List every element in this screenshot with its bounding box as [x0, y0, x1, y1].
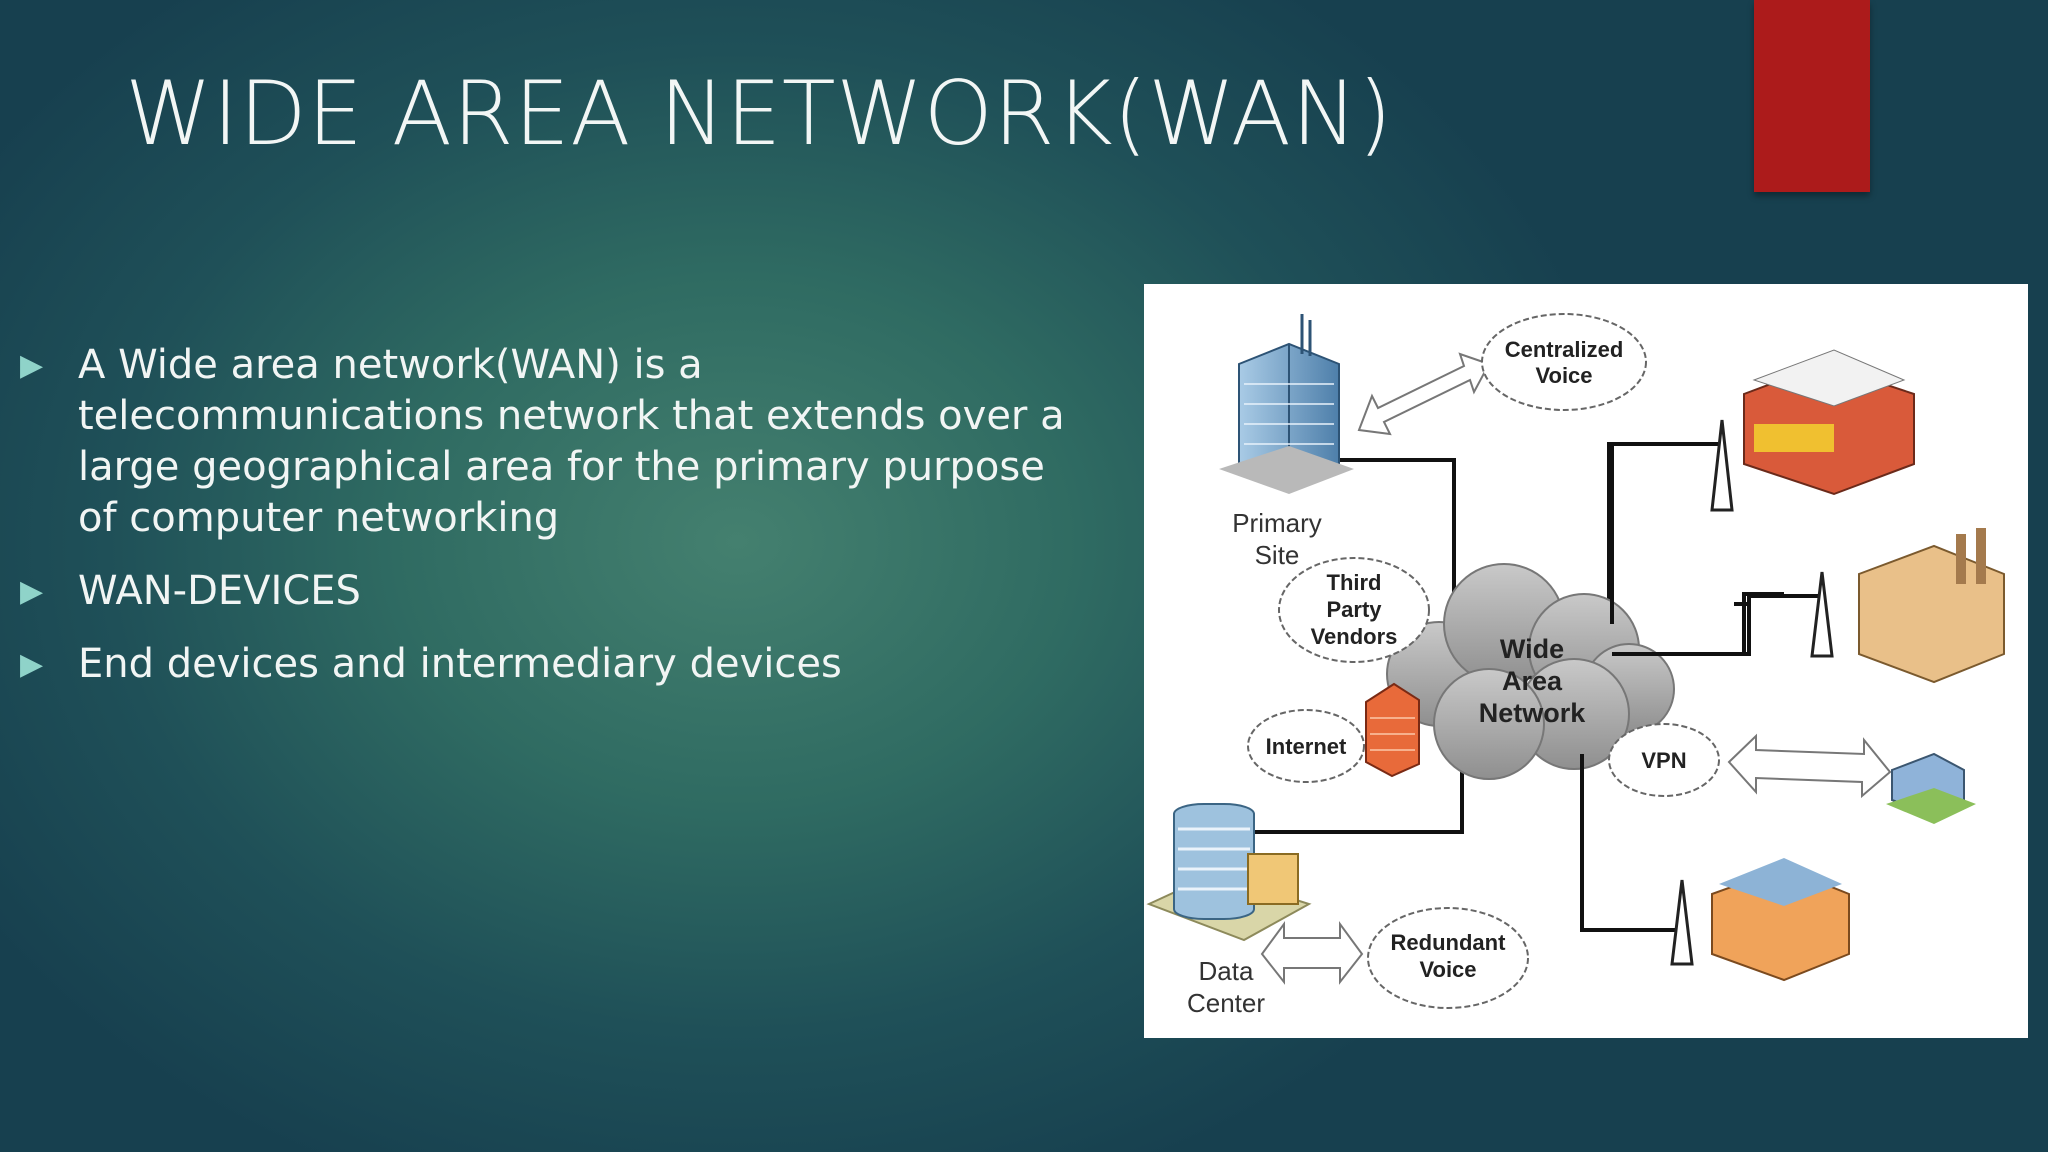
triangle-bullet-icon: ▶	[20, 574, 44, 609]
bullet-text: WAN-DEVICES	[78, 568, 361, 614]
bullet-text: End devices and intermediary devices	[78, 641, 842, 687]
third-party-cloud-icon	[1278, 557, 1430, 663]
centralized-voice-cloud-icon	[1481, 313, 1647, 411]
double-arrow-icon	[1727, 733, 1892, 799]
svg-text:Internet: Internet	[1266, 734, 1347, 759]
double-arrow-icon	[1357, 352, 1491, 436]
triangle-bullet-icon: ▶	[20, 348, 44, 383]
bullet-item: ▶ WAN-DEVICES	[14, 566, 1094, 617]
branch-office-icon	[1743, 349, 1915, 496]
double-arrow-icon	[1260, 920, 1364, 985]
branch-lines	[1580, 442, 1824, 932]
data-center-building-icon	[1146, 803, 1312, 942]
triangle-bullet-icon: ▶	[20, 647, 44, 682]
antenna-icon	[1670, 419, 1834, 966]
svg-text:VPN: VPN	[1641, 748, 1686, 773]
accent-tab	[1754, 0, 1870, 192]
vpn-cloud-icon	[1608, 723, 1720, 797]
factory-icon	[1858, 528, 2005, 684]
bullet-list: ▶ A Wide area network(WAN) is a telecomm…	[14, 340, 1094, 712]
internet-cloud-icon	[1247, 709, 1365, 783]
primary-site-building-icon	[1219, 314, 1354, 494]
firewall-icon	[1365, 682, 1420, 778]
bullet-item: ▶ A Wide area network(WAN) is a telecomm…	[14, 340, 1094, 544]
branch-office-icon	[1711, 858, 1850, 982]
house-icon	[1886, 752, 1976, 824]
bullet-text: A Wide area network(WAN) is a telecommun…	[78, 342, 1065, 541]
slide-title: WIDE AREA NETWORK(WAN)	[125, 62, 1393, 165]
redundant-voice-cloud-icon	[1367, 907, 1529, 1009]
bullet-item: ▶ End devices and intermediary devices	[14, 639, 1094, 690]
